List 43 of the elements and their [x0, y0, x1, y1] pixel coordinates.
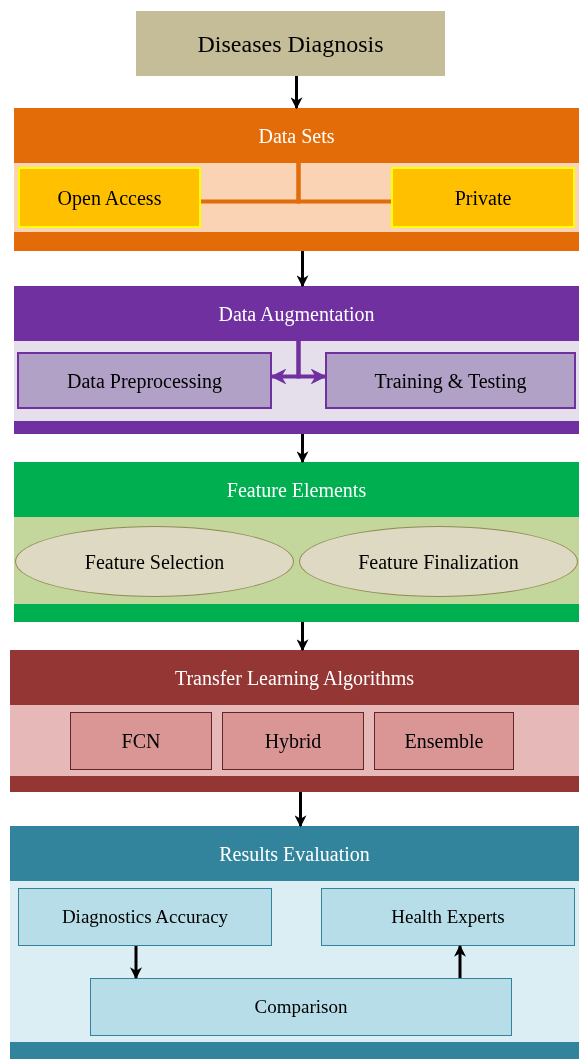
node-label: FCN	[120, 729, 162, 753]
arrow	[296, 622, 309, 652]
node-label: Feature Finalization	[357, 550, 520, 573]
section-heading: Data Sets	[257, 124, 336, 147]
node-label: Comparison	[253, 996, 349, 1018]
node-label: Diagnostics Accuracy	[60, 906, 230, 928]
node-label: Health Experts	[390, 906, 506, 928]
node-label: Open Access	[56, 186, 163, 209]
node-label: Diseases Diagnosis	[196, 30, 385, 57]
section-heading: Data Augmentation	[217, 302, 376, 325]
process-box	[18, 888, 272, 946]
node-label: Training & Testing	[373, 369, 528, 392]
section-panel	[14, 462, 579, 622]
section-panel	[10, 650, 579, 792]
category-box	[18, 167, 201, 228]
section-panel	[10, 826, 579, 1059]
connector-line	[296, 163, 391, 204]
algorithm-box	[222, 712, 364, 770]
arrow	[130, 946, 142, 980]
section-heading: Results Evaluation	[218, 842, 371, 865]
arrow	[454, 944, 466, 978]
arrow	[290, 76, 303, 110]
section-heading: Transfer Learning Algorithms	[173, 666, 416, 689]
process-box	[325, 352, 576, 409]
section-heading: Feature Elements	[225, 478, 368, 501]
algorithm-box	[374, 712, 514, 770]
process-box	[321, 888, 575, 946]
process-box	[17, 352, 272, 409]
title-box	[136, 11, 445, 76]
section-panel	[14, 286, 579, 434]
node-label: Hybrid	[263, 729, 323, 753]
node-label: Ensemble	[403, 729, 485, 753]
arrow	[294, 792, 307, 828]
node-label: Data Preprocessing	[66, 369, 223, 392]
node-label: Private	[453, 186, 513, 209]
arrow	[296, 434, 309, 464]
arrow	[296, 341, 327, 385]
arrow	[296, 251, 309, 288]
section-panel	[14, 108, 579, 251]
category-box	[391, 167, 575, 228]
process-box	[90, 978, 512, 1036]
algorithm-box	[70, 712, 212, 770]
node-label: Feature Selection	[83, 550, 226, 573]
